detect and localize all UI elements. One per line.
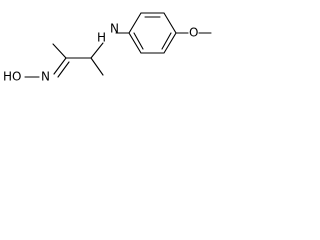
ch-to-nh-bond	[90, 42, 104, 59]
ch-to-methyl-bond	[90, 57, 104, 76]
ring-double-bond-right	[161, 32, 172, 50]
c-n-double-bond-a	[53, 57, 67, 75]
benzene-ring	[128, 12, 177, 54]
methoxy-oxygen-label: O	[189, 26, 198, 40]
c-n-double-bond-b	[57, 61, 70, 78]
amine-nitrogen-label: N	[110, 22, 119, 36]
oxime-nitrogen-label: N	[41, 70, 50, 84]
amine-hydrogen-label: H	[97, 31, 106, 45]
hydroxy-label: HO	[3, 70, 21, 84]
methyl-bond-left	[52, 43, 67, 59]
chemical-structure: HO N N H O	[3, 12, 212, 84]
ring-double-bond-left	[133, 32, 144, 50]
